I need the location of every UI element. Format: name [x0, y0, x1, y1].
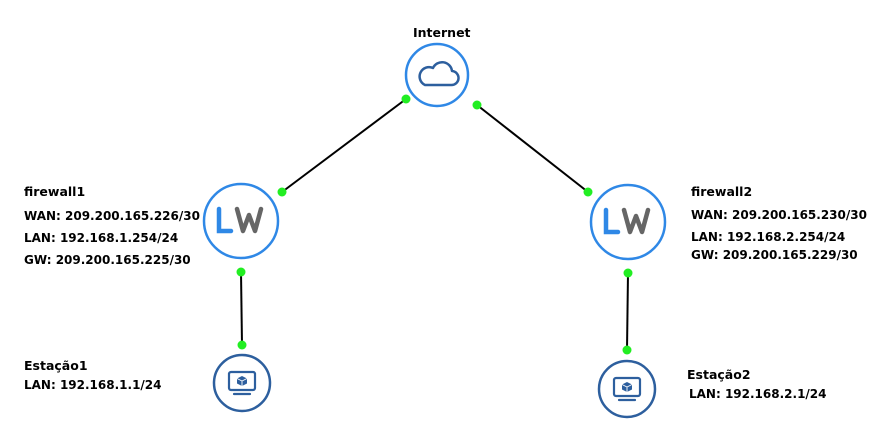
cloud-icon — [418, 61, 460, 87]
estacao2-label: Estação2 — [687, 367, 751, 382]
firewall1-wan: WAN: 209.200.165.226/30 — [24, 209, 200, 223]
firewall2-node[interactable] — [589, 183, 667, 261]
internet-label: Internet — [413, 25, 471, 40]
port-dot — [401, 94, 411, 104]
link-internet-firewall1 — [281, 98, 407, 193]
estacao2-node[interactable] — [597, 359, 657, 419]
lw-logo-icon — [216, 206, 264, 234]
firewall2-lan: LAN: 192.168.2.254/24 — [691, 230, 846, 244]
firewall1-node[interactable] — [202, 182, 280, 260]
port-dot — [236, 267, 246, 277]
estacao2-lan: LAN: 192.168.2.1/24 — [689, 387, 827, 401]
port-dot — [472, 100, 482, 110]
port-dot — [583, 187, 593, 197]
firewall2-label: firewall2 — [691, 184, 753, 199]
workstation-icon — [612, 376, 642, 402]
workstation-icon — [227, 370, 257, 396]
port-dot — [237, 340, 247, 350]
link-firewall2-estacao2 — [626, 272, 629, 351]
estacao1-label: Estação1 — [24, 358, 88, 373]
link-internet-firewall2 — [476, 104, 589, 193]
firewall2-wan: WAN: 209.200.165.230/30 — [691, 208, 867, 222]
firewall2-gw: GW: 209.200.165.229/30 — [691, 248, 858, 262]
internet-node[interactable] — [404, 42, 470, 108]
port-dot — [622, 345, 632, 355]
link-firewall1-estacao1 — [240, 271, 243, 346]
firewall1-gw: GW: 209.200.165.225/30 — [24, 253, 191, 267]
lw-logo-icon — [603, 207, 651, 235]
estacao1-node[interactable] — [212, 353, 272, 413]
firewall1-label: firewall1 — [24, 184, 86, 199]
estacao1-lan: LAN: 192.168.1.1/24 — [24, 378, 162, 392]
port-dot — [623, 268, 633, 278]
port-dot — [277, 187, 287, 197]
firewall1-lan: LAN: 192.168.1.254/24 — [24, 231, 179, 245]
